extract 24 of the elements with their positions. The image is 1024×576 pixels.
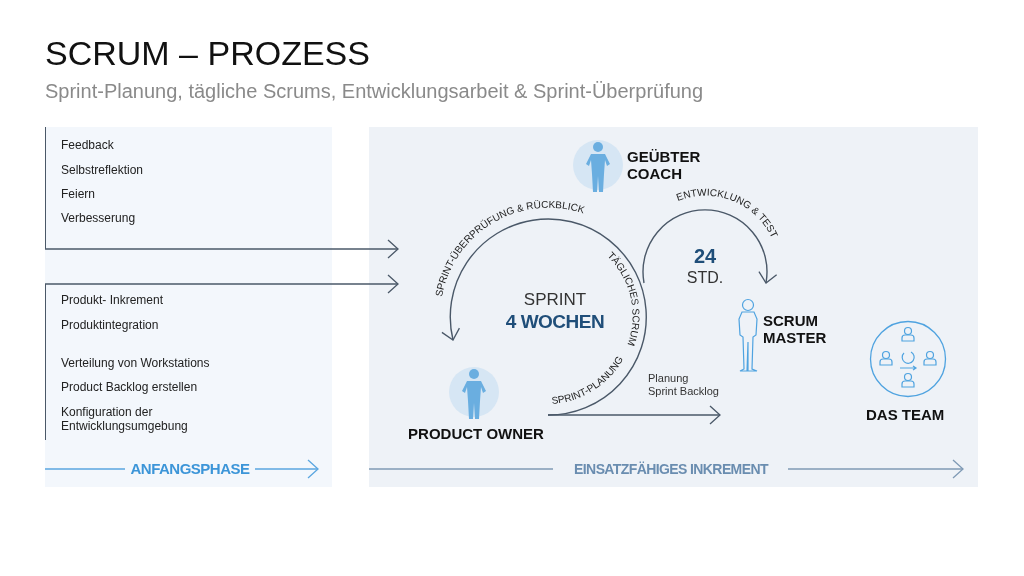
list-item: Produktintegration	[61, 318, 160, 332]
center-label: SPRINT	[523, 289, 587, 311]
list-item: Verbesserung	[61, 211, 137, 225]
list-item: Konfiguration der Entwicklungsumgebung	[61, 405, 189, 433]
list-item: Selbstreflektion	[61, 163, 145, 177]
center-value: STD.	[686, 268, 724, 288]
list-item: Produkt- Inkrement	[61, 293, 165, 307]
list-item: Feiern	[61, 187, 96, 201]
arrow	[44, 274, 399, 294]
phase-label: EINSATZFÄHIGES INKREMENT	[573, 461, 770, 477]
list-item: Feedback	[61, 138, 115, 152]
list-item: Product Backlog erstellen	[61, 380, 199, 394]
center-value: 4 WOCHEN	[505, 311, 605, 333]
arrow	[44, 239, 399, 259]
subtitle: Sprint-Planung, tägliche Scrums, Entwicklungsarbeit & Sprint-Überprüfung	[45, 80, 704, 103]
role-label: PRODUCT OWNER	[407, 425, 545, 442]
center-label: 24	[693, 245, 717, 267]
title: SCRUM – PROZESS	[45, 34, 370, 73]
role-label: GEÜBTER COACH	[627, 148, 702, 182]
arrow-label: Planung Sprint Backlog	[648, 372, 720, 398]
role-label: DAS TEAM	[866, 406, 946, 423]
role-label: SCRUM MASTER	[763, 312, 828, 346]
list-item: Verteilung von Workstations	[61, 356, 211, 370]
phase-label: ANFANGSPHASE	[130, 460, 250, 477]
